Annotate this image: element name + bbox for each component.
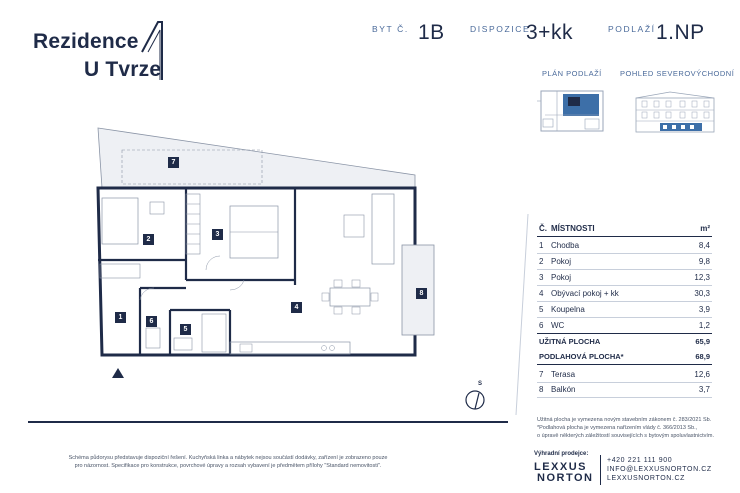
decorative-stripe	[515, 213, 529, 416]
usable-area-row: UŽITNÁ PLOCHA 65,9	[539, 337, 710, 346]
room-table-header: Č. MÍSTNOSTI m²	[537, 222, 712, 237]
logo-line-2: U Tvrze	[84, 58, 162, 81]
room-badge-8: 8	[416, 288, 427, 299]
unit-label: BYT Č.	[372, 24, 409, 34]
phone-link[interactable]: +420 221 111 900	[607, 457, 673, 464]
sales-divider	[600, 455, 601, 485]
col-num: Č.	[539, 224, 547, 233]
table-row: 5 Koupelna 3,9	[537, 302, 712, 318]
sales-label: Výhradní prodejce:	[534, 451, 589, 457]
col-name: MÍSTNOSTI	[551, 224, 595, 233]
elevation-view-label: POHLED SEVEROVÝCHODNÍ	[620, 69, 735, 78]
brand-line-1: LEXXUS	[534, 461, 588, 473]
floor-label: PODLAŽÍ	[608, 24, 656, 34]
apartment-floor-plan	[96, 127, 435, 378]
table-row: 8 Balkón 3,7	[537, 382, 712, 398]
logo-tower-icon	[141, 21, 163, 80]
floor-area-row: PODLAHOVÁ PLOCHA* 68,9	[537, 349, 712, 365]
room-badge-7: 7	[168, 157, 179, 168]
disclaimer: Schéma půdorysu představuje dispoziční ř…	[68, 455, 388, 469]
room-badge-2: 2	[143, 234, 154, 245]
logo-line-1: Rezidence	[33, 30, 139, 53]
elevation-thumbnail	[635, 91, 715, 133]
room-badge-5: 5	[180, 324, 191, 335]
area-notes: Užitná plocha je vymezena novým stavební…	[537, 417, 714, 439]
room-badge-6: 6	[146, 316, 157, 327]
floor-value: 1.NP	[656, 21, 705, 44]
table-row: 3 Pokoj 12,3	[537, 270, 712, 286]
web-link[interactable]: LEXXUSNORTON.CZ	[607, 475, 685, 482]
compass-icon	[465, 390, 485, 410]
room-badge-3: 3	[212, 229, 223, 240]
room-badge-4: 4	[291, 302, 302, 313]
compass-label: S	[478, 381, 483, 387]
table-row: 6 WC 1,2	[537, 318, 712, 334]
table-row: 7 Terasa 12,6	[537, 367, 712, 383]
layout-value: 3+kk	[526, 21, 573, 44]
floor-plan-thumbnail	[537, 90, 604, 132]
plan-view-label: PLÁN PODLAŽÍ	[542, 69, 602, 78]
footer-divider	[28, 421, 508, 423]
table-row: 1 Chodba 8,4	[537, 238, 712, 254]
table-row: 4 Obývací pokoj + kk 30,3	[537, 286, 712, 302]
contact-block: +420 221 111 900 INFO@LEXXUSNORTON.CZ LE…	[607, 456, 712, 483]
brand-line-2: NORTON	[537, 472, 594, 484]
email-link[interactable]: INFO@LEXXUSNORTON.CZ	[607, 466, 712, 473]
unit-value: 1B	[418, 21, 445, 44]
table-row: 2 Pokoj 9,8	[537, 254, 712, 270]
layout-label: DISPOZICE	[470, 24, 531, 34]
room-badge-1: 1	[115, 312, 126, 323]
col-unit: m²	[700, 224, 710, 233]
